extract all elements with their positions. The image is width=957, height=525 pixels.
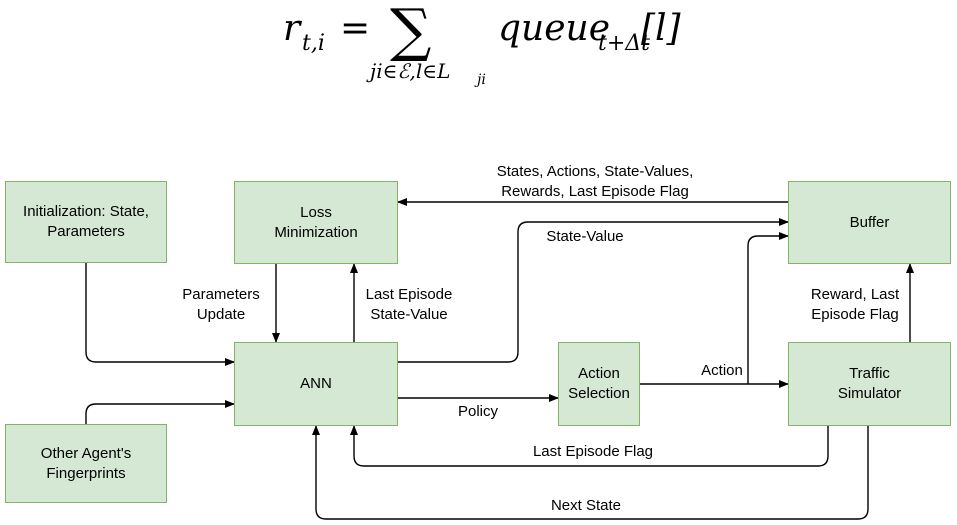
label-parameters-update: Parameters Update [166, 285, 276, 325]
buffer-label: Buffer [849, 213, 890, 231]
ann-box: ANN [234, 342, 398, 426]
loss-label-line2: Minimization [274, 223, 358, 241]
init-label-line1: Initialization: State, [23, 203, 149, 220]
formula-sum-subsub: ji [474, 72, 486, 88]
arrow-init-to-ann [85, 262, 235, 366]
label-reward-last-episode: Reward, Last Episode Flag [800, 285, 910, 325]
formula-sum-subscript: ji∈ℰ,l∈L [366, 59, 450, 83]
init-box: Initialization: State, Parameters [5, 181, 167, 263]
formula-term-index: [l] [641, 8, 682, 49]
formula-equals: = [340, 8, 370, 49]
label-state-value: State-Value [546, 228, 624, 245]
action-selection-line2: Selection [568, 385, 630, 402]
action-selection-line1: Action [578, 365, 620, 382]
label-action: Action [701, 362, 743, 379]
formula-term-sub: t+Δt [598, 31, 650, 56]
label-parameters-update-line1: Parameters [182, 286, 260, 303]
traffic-simulator-line1: Traffic [849, 365, 890, 382]
label-last-episode-line2: State-Value [370, 306, 448, 323]
arrow-action-to-buffer [747, 232, 789, 384]
other-agent-box: Other Agent's Fingerprints [5, 424, 167, 503]
traffic-simulator-line2: Simulator [837, 385, 902, 402]
arrow-ann-to-buffer-state-value [398, 218, 789, 363]
formula-term-base: queue [498, 8, 610, 49]
label-last-episode-state-value: Last Episode State-Value [354, 285, 464, 325]
buffer-box: Buffer [788, 181, 951, 264]
label-reward-line2: Episode Flag [811, 306, 899, 323]
arrow-next-state [312, 425, 869, 520]
label-reward-line1: Reward, Last [810, 286, 900, 303]
other-agent-line1: Other Agent's [40, 444, 132, 462]
loss-minimization-box: Loss Minimization [234, 181, 398, 264]
ann-label: ANN [300, 375, 332, 392]
formula-lhs-base: r [283, 8, 302, 49]
label-states-actions-line2: Rewards, Last Episode Flag [501, 183, 689, 200]
label-states-actions: States, Actions, State-Values, Rewards, … [460, 162, 730, 202]
arrow-agent-to-ann [85, 400, 235, 424]
label-last-episode-flag: Last Episode Flag [532, 443, 654, 460]
formula-lhs-sub: t,i [302, 31, 325, 56]
traffic-simulator-box: Traffic Simulator [788, 342, 951, 426]
init-label-line2: Parameters [47, 223, 125, 240]
reward-formula: r t,i = ∑ ji∈ℰ,l∈L ji queue t+Δt [l] [283, 0, 682, 88]
formula-sum-symbol: ∑ [390, 0, 431, 64]
other-agent-line2: Fingerprints [46, 464, 126, 482]
label-next-state: Next State [550, 497, 622, 514]
arrow-last-episode-flag [350, 425, 829, 467]
label-parameters-update-line2: Update [196, 306, 246, 323]
label-states-actions-line1: States, Actions, State-Values, [496, 163, 694, 180]
label-last-episode-line1: Last Episode [365, 286, 453, 303]
action-selection-box: Action Selection [558, 342, 640, 426]
label-policy: Policy [457, 403, 498, 420]
loss-label-line1: Loss [300, 203, 332, 221]
